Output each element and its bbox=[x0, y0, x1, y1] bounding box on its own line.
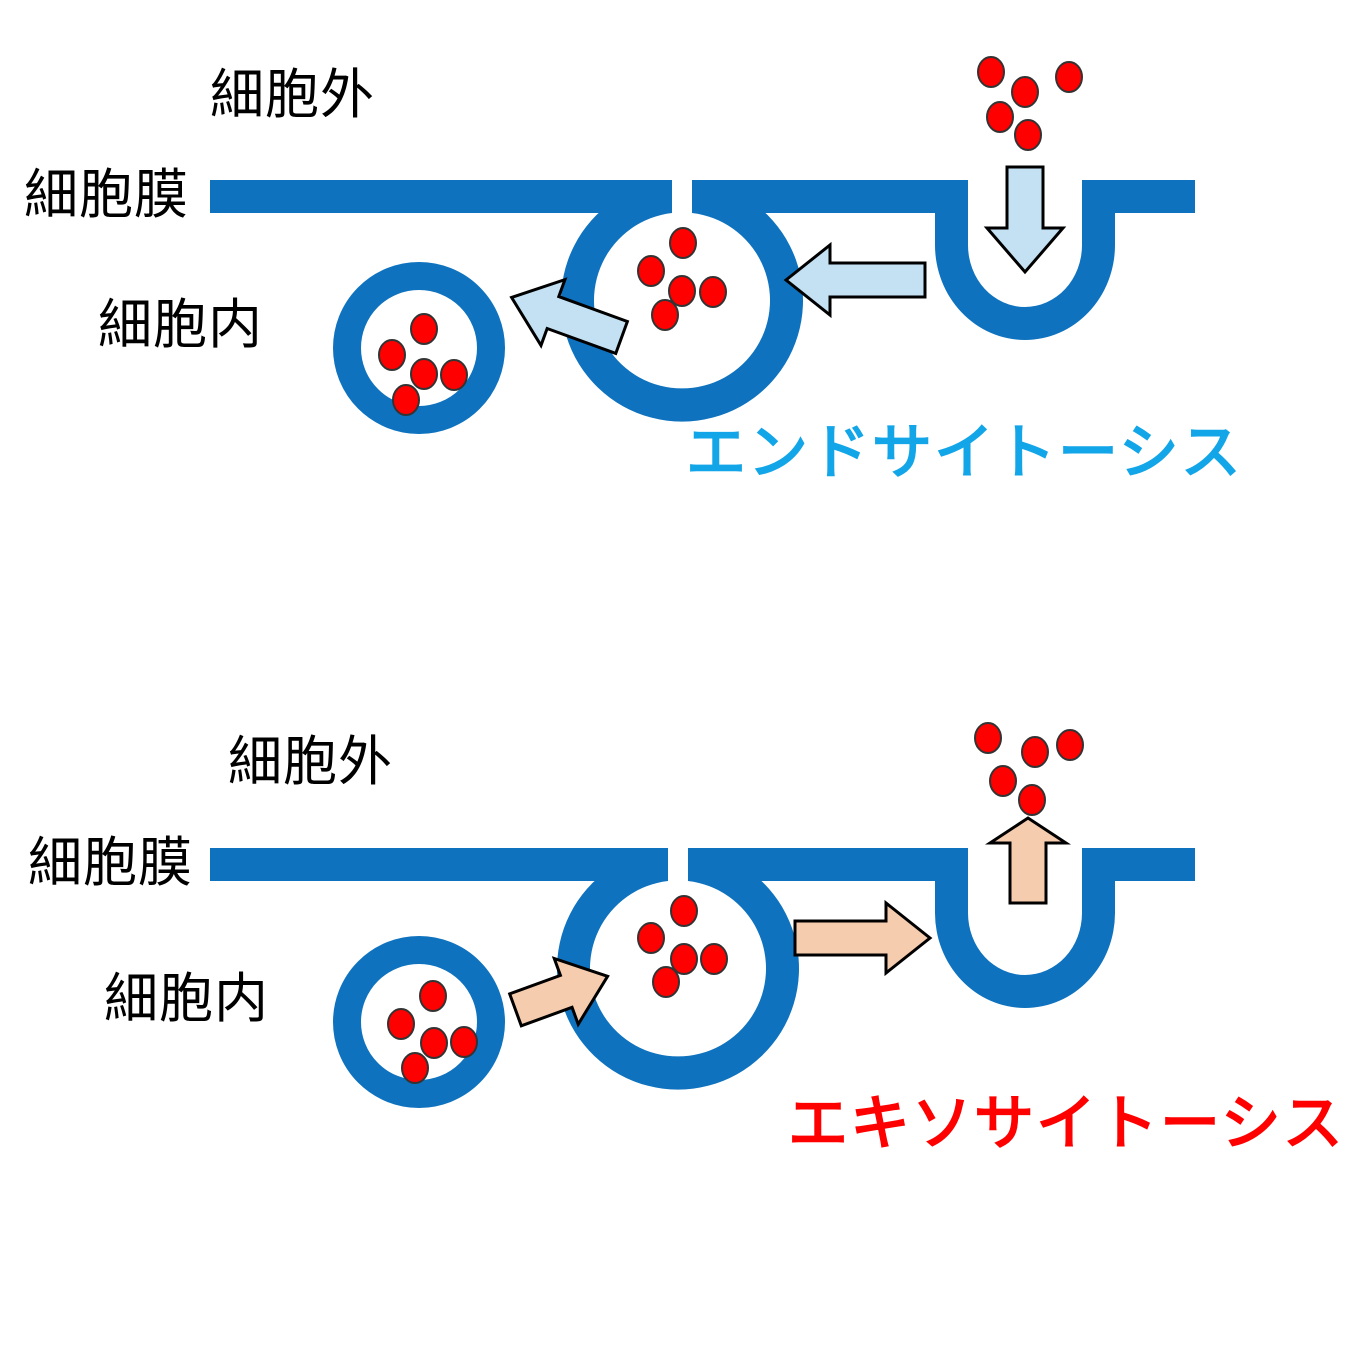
intracellular-label-bottom-text: 細胞内 bbox=[104, 969, 269, 1029]
cargo-particle bbox=[410, 358, 438, 390]
cargo-particle bbox=[700, 943, 728, 975]
cargo-particle bbox=[392, 384, 420, 416]
cargo-particle bbox=[637, 922, 665, 954]
cargo-particle bbox=[440, 359, 468, 391]
transit-arrow-icon bbox=[783, 241, 927, 319]
intracellular-label-top: 細胞内 bbox=[98, 298, 263, 352]
uptake-arrow-icon bbox=[983, 165, 1067, 275]
exocytosis-process-label-text: エキソサイトーシス bbox=[788, 1090, 1345, 1157]
cargo-particle bbox=[652, 966, 680, 998]
cargo-particle bbox=[637, 255, 665, 287]
cargo-particle bbox=[989, 765, 1017, 797]
cargo-particle bbox=[1018, 784, 1046, 816]
cargo-particle bbox=[974, 722, 1002, 754]
cargo-particle bbox=[401, 1052, 429, 1084]
cargo-particle bbox=[1011, 76, 1039, 108]
membrane-segment-right bbox=[1082, 180, 1195, 213]
intracellular-label-top-text: 細胞内 bbox=[98, 295, 263, 355]
cargo-particle bbox=[699, 276, 727, 308]
cargo-particle bbox=[977, 56, 1005, 88]
cargo-particle bbox=[450, 1026, 478, 1058]
transit-arrow-icon bbox=[793, 899, 933, 977]
cargo-particle bbox=[1055, 61, 1083, 93]
cargo-particle bbox=[420, 1027, 448, 1059]
cargo-particle bbox=[1021, 736, 1049, 768]
cargo-particle bbox=[670, 943, 698, 975]
panel-exocytosis bbox=[210, 722, 1195, 1108]
free-vesicle-membrane bbox=[333, 936, 505, 1108]
extracellular-label-top-text: 細胞外 bbox=[210, 65, 375, 125]
fusing-vesicle-cargo-group bbox=[637, 895, 728, 998]
cargo-particle bbox=[378, 339, 406, 371]
free-vesicle-membrane bbox=[333, 262, 505, 434]
extracellular-cargo-group bbox=[974, 722, 1084, 816]
membrane-fusion-pore bbox=[935, 848, 1115, 1008]
extracellular-label-bottom-text: 細胞外 bbox=[228, 732, 393, 792]
cargo-particle bbox=[669, 227, 697, 259]
cargo-particle bbox=[410, 313, 438, 345]
free-vesicle-cargo-group bbox=[378, 313, 468, 416]
pinching-vesicle-cargo-group bbox=[637, 227, 727, 331]
membrane-label-top: 細胞膜 bbox=[24, 168, 189, 222]
intracellular-label-bottom: 細胞内 bbox=[104, 972, 269, 1026]
cargo-particle bbox=[1014, 119, 1042, 151]
extracellular-label-bottom: 細胞外 bbox=[228, 735, 393, 789]
cargo-particle bbox=[1056, 729, 1084, 761]
membrane-label-top-text: 細胞膜 bbox=[24, 165, 189, 225]
endocytosis-process-label: エンドサイトーシス bbox=[686, 423, 1243, 483]
membrane-segment-right bbox=[1082, 848, 1195, 881]
membrane-segment-left bbox=[210, 848, 668, 881]
cargo-particle bbox=[986, 101, 1014, 133]
expel-arrow-icon bbox=[984, 816, 1072, 905]
membrane-segment-middle bbox=[692, 180, 968, 213]
membrane-label-bottom: 細胞膜 bbox=[28, 836, 193, 890]
exocytosis-process-label: エキソサイトーシス bbox=[788, 1094, 1345, 1154]
panel-endocytosis bbox=[210, 56, 1195, 434]
membrane-segment-left bbox=[210, 180, 672, 213]
approach-arrow-icon bbox=[507, 956, 610, 1028]
cargo-particle bbox=[651, 299, 679, 331]
extracellular-label-top: 細胞外 bbox=[210, 68, 375, 122]
free-vesicle-cargo-group bbox=[387, 980, 478, 1084]
membrane-label-bottom-text: 細胞膜 bbox=[28, 833, 193, 893]
cargo-particle bbox=[668, 275, 696, 307]
membrane-invagination bbox=[935, 180, 1115, 340]
release-arrow-icon bbox=[509, 277, 630, 356]
cargo-particle bbox=[670, 895, 698, 927]
extracellular-cargo-group bbox=[977, 56, 1083, 151]
membrane-segment-middle bbox=[688, 848, 968, 881]
cargo-particle bbox=[387, 1008, 415, 1040]
cargo-particle bbox=[419, 980, 447, 1012]
endocytosis-process-label-text: エンドサイトーシス bbox=[686, 419, 1243, 486]
